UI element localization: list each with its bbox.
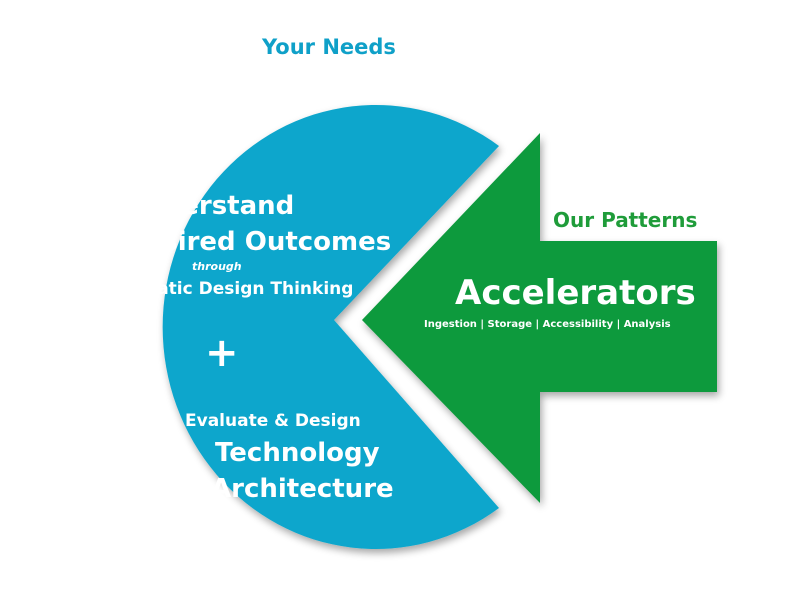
technology-text: Technology — [215, 438, 380, 468]
understand-text: Understand — [123, 191, 295, 221]
evaluate-design-text: Evaluate & Design — [185, 411, 361, 431]
desired-outcomes-text: Desired Outcomes — [123, 227, 392, 257]
plus-symbol: + — [205, 330, 239, 376]
your-needs-circle — [162, 105, 500, 549]
our-patterns-arrow — [362, 133, 717, 503]
our-patterns-label: Our Patterns — [553, 208, 698, 232]
through-text: through — [192, 260, 242, 273]
accelerators-subtitle: Ingestion | Storage | Accessibility | An… — [424, 319, 671, 330]
pragmatic-design-thinking-text: Pragmatic Design Thinking — [95, 279, 354, 299]
accelerators-title: Accelerators — [455, 273, 696, 313]
your-needs-label: Your Needs — [262, 35, 396, 59]
architecture-text: Architecture — [211, 474, 394, 504]
